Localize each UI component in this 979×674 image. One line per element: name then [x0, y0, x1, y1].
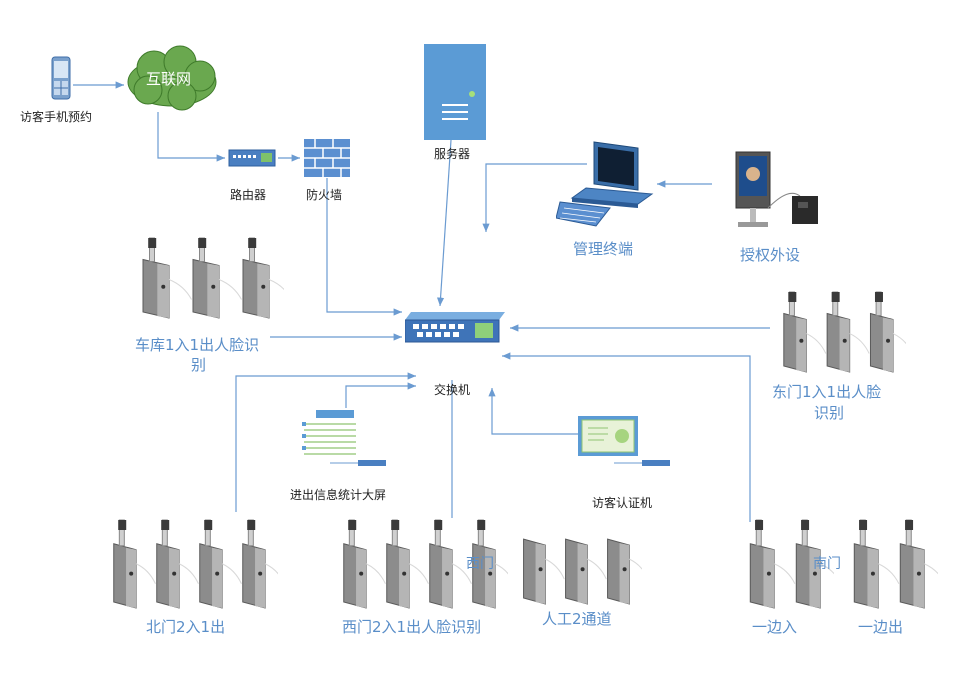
- turnstile-icon: [853, 519, 900, 609]
- face-terminal-icon: [722, 148, 832, 230]
- east-label-line1: 东门1入1出人脸: [772, 383, 882, 401]
- west-gates: [336, 518, 515, 610]
- north-gates: [106, 518, 285, 610]
- manual-label: 人工2通道: [542, 610, 612, 628]
- line-screen-switch: [345, 382, 416, 408]
- turnstile-icon: [749, 519, 796, 609]
- turnstile-icon: [429, 519, 472, 609]
- phone-label: 访客手机预约: [20, 110, 93, 124]
- line-firewall-switch: [326, 178, 402, 316]
- turnstile-icon: [783, 291, 827, 373]
- turnstile-icon: [523, 538, 565, 605]
- turnstile-icon: [242, 519, 285, 609]
- firewall-label: 防火墙: [306, 188, 343, 202]
- visitor-machine-icon: [578, 416, 674, 468]
- garage-label-line2: 别: [191, 356, 207, 374]
- switch-icon: [404, 312, 505, 344]
- screen-icon: [300, 408, 388, 472]
- line-mgmt-down: [482, 163, 587, 232]
- south-in-gates: [742, 518, 842, 610]
- garage-gates: [134, 236, 292, 320]
- router-label: 路由器: [230, 188, 267, 202]
- turnstile-icon: [565, 538, 607, 605]
- mgmt-label: 管理终端: [573, 240, 634, 258]
- line-south-switch: [502, 352, 751, 522]
- server-label: 服务器: [434, 147, 471, 161]
- one-in-label: 一边入: [752, 618, 798, 636]
- south-label: 南门: [813, 556, 841, 572]
- turnstile-icon: [826, 291, 870, 373]
- server-icon: [424, 44, 486, 140]
- turnstile-icon: [343, 519, 386, 609]
- turnstile-icon: [192, 237, 242, 319]
- turnstile-icon: [199, 519, 242, 609]
- turnstile-icon: [472, 519, 515, 609]
- turnstile-icon: [607, 538, 649, 605]
- visitor-machine-label: 访客认证机: [592, 496, 653, 510]
- turnstile-icon: [899, 519, 946, 609]
- north-label: 北门2入1出: [146, 618, 226, 636]
- line-internet-router: [157, 112, 225, 162]
- line-server-switch: [436, 139, 452, 307]
- turnstile-icon: [795, 519, 842, 609]
- west-overlay-label: 西门: [466, 556, 494, 572]
- internet-label: 互联网: [146, 70, 192, 88]
- cloud-icon: [124, 44, 220, 114]
- turnstile-icon: [142, 237, 192, 319]
- one-out-label: 一边出: [858, 618, 904, 636]
- firewall-icon: [303, 138, 351, 178]
- south-out-gates: [846, 518, 946, 610]
- garage-label-line1: 车库1入1出人脸识: [135, 336, 260, 354]
- line-north-switch: [235, 372, 416, 512]
- turnstile-icon: [386, 519, 429, 609]
- turnstile-icon: [113, 519, 156, 609]
- turnstile-icon: [869, 291, 913, 373]
- turnstile-icon: [242, 237, 292, 319]
- big-screen-label: 进出信息统计大屏: [290, 488, 387, 502]
- east-gates: [776, 290, 913, 374]
- line-visitor-switch: [488, 388, 578, 435]
- auth-device-label: 授权外设: [740, 246, 801, 264]
- west-label: 西门2入1出人脸识别: [342, 618, 482, 636]
- phone-icon: [50, 56, 72, 100]
- switch-label: 交换机: [434, 383, 471, 397]
- east-label-line2: 识别: [814, 404, 845, 422]
- computer-icon: [555, 138, 656, 230]
- turnstile-icon: [156, 519, 199, 609]
- router-icon: [228, 148, 276, 168]
- manual-gates: [516, 530, 649, 606]
